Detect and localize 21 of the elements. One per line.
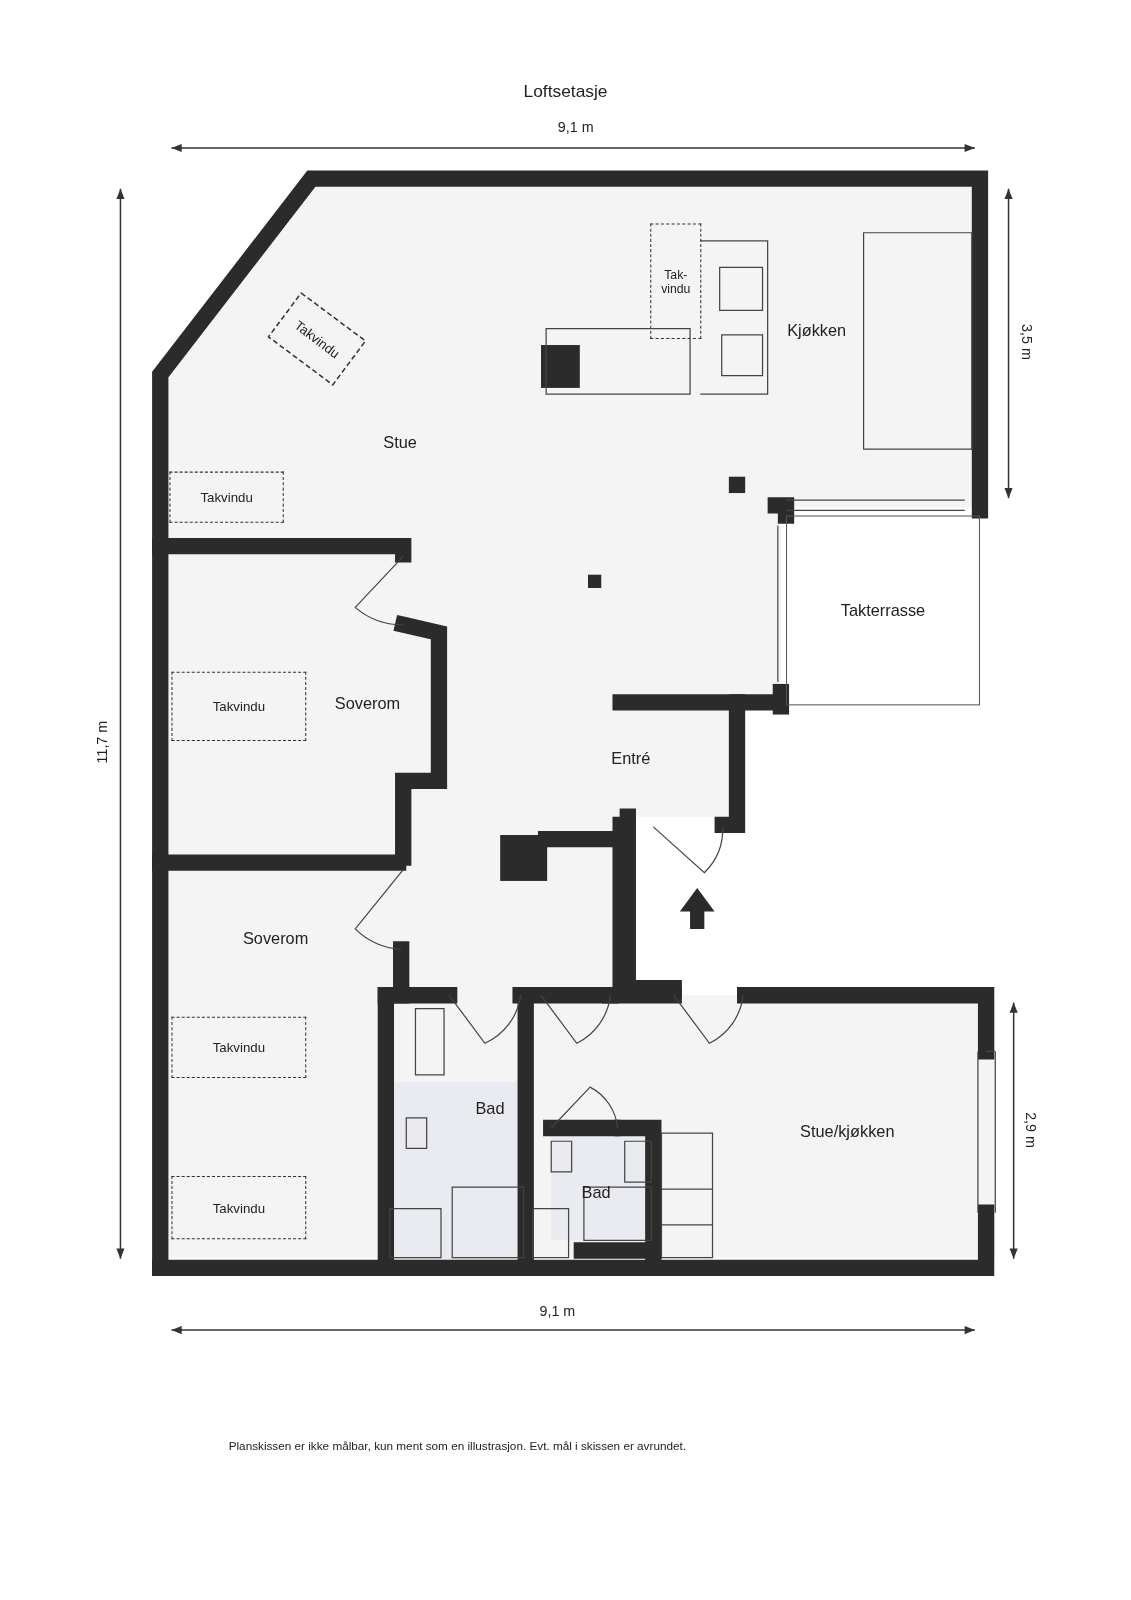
skylight-label: Tak- vindu (660, 266, 692, 296)
room-label: Soverom (242, 929, 309, 949)
dimension-label: 2,9 m (1022, 1112, 1040, 1148)
dimension-label: 11,7 m (93, 720, 111, 764)
dimension-label: 9,1 m (539, 1302, 576, 1319)
room-label: Bad (475, 1099, 505, 1118)
skylight-label: Takvindu (212, 698, 266, 715)
room-label: Stue (383, 433, 417, 453)
skylight-label: Takvindu (212, 1039, 266, 1055)
disclaimer-note: Planskissen er ikke målbar, kun ment som en illustrasjon. Evt. mål i skissen er avrundet. (228, 1439, 687, 1452)
room-label: Soverom (334, 695, 401, 714)
room-label: Entré (611, 749, 651, 768)
room-label: Kjøkken (787, 321, 847, 340)
skylight-outline (267, 290, 367, 387)
room-label: Takterrasse (840, 601, 926, 620)
skylight-label: Takvindu (212, 1199, 266, 1216)
room-label: Stue/kjøkken (800, 1122, 895, 1142)
skylight-label: Takvindu (200, 489, 253, 505)
dimension-label: 3,5 m (1018, 324, 1036, 360)
plan-title: Loftsetasje (523, 81, 608, 103)
dimension-label: 9,1 m (557, 118, 594, 135)
